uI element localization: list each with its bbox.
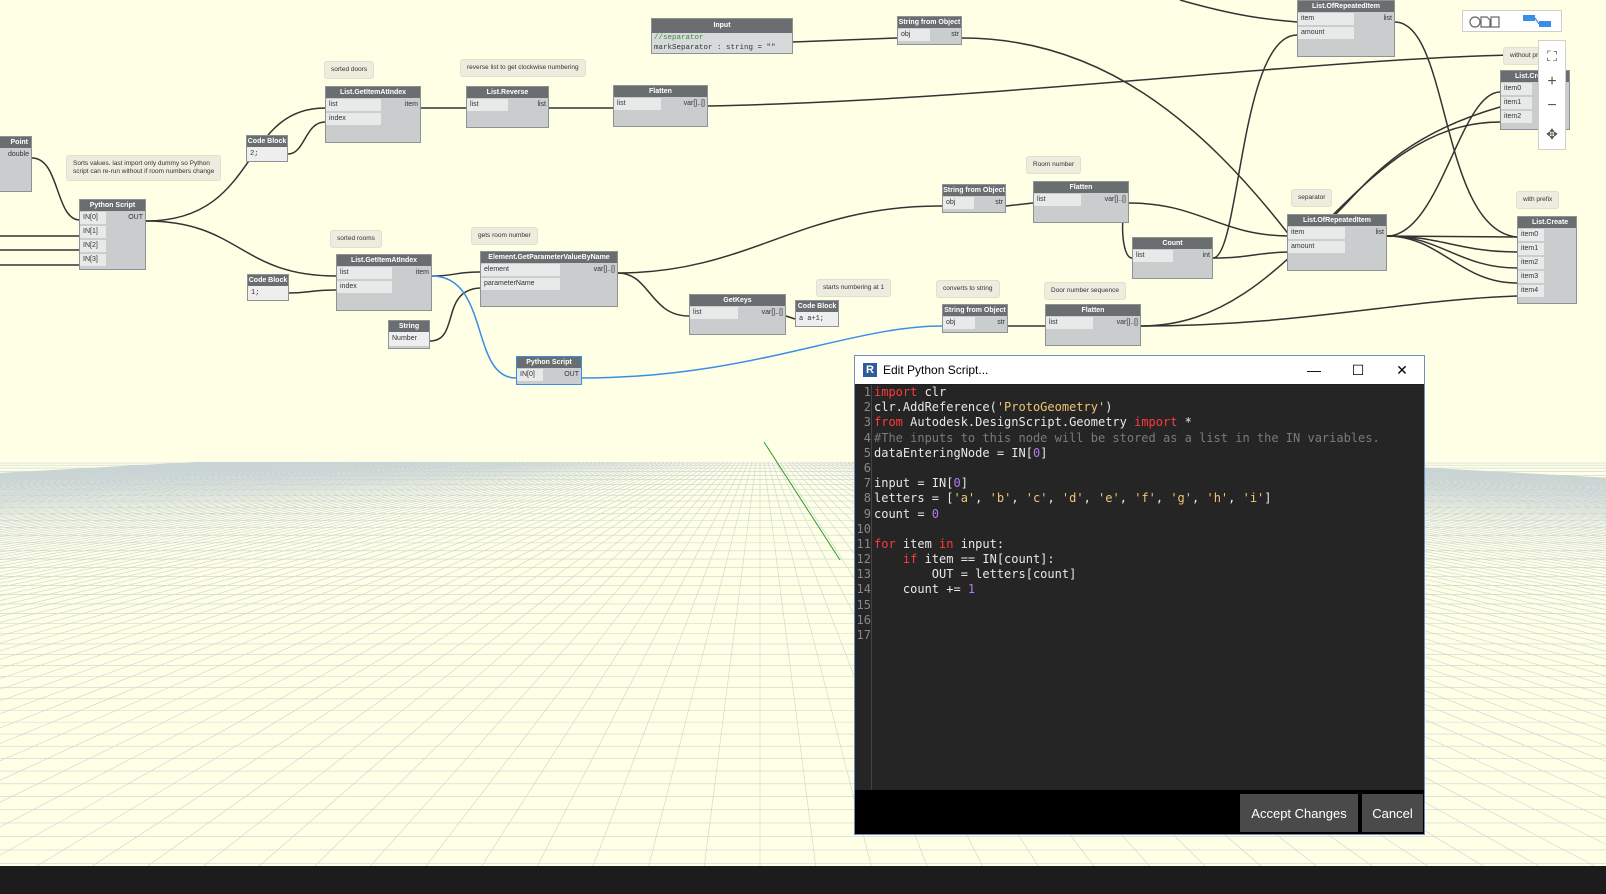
code-line[interactable]: letters = ['a', 'b', 'c', 'd', 'e', 'f',… <box>874 491 1272 506</box>
node-code-block-1[interactable]: Code Block 1; <box>247 274 289 301</box>
line-number: 16 <box>856 612 871 627</box>
geometry-view-icon[interactable] <box>1469 16 1500 28</box>
note-door-number-sequence: Door number sequence <box>1045 283 1125 299</box>
cancel-button[interactable]: Cancel <box>1362 794 1423 832</box>
code-line[interactable]: from Autodesk.DesignScript.Geometry impo… <box>874 415 1192 430</box>
node-input-separator[interactable]: Input //separator markSeparator : string… <box>651 18 793 54</box>
note-room-number: Room number <box>1027 157 1081 173</box>
code-line[interactable]: import clr <box>874 385 947 399</box>
line-number: 10 <box>856 521 871 536</box>
line-number: 9 <box>863 506 871 521</box>
node-list-create-with-prefix[interactable]: List.Create item0 item1 item2 item3 item… <box>1517 216 1577 304</box>
node-python-script-main[interactable]: Python Script IN[0]OUT IN[1] IN[2] IN[3] <box>79 199 146 270</box>
code-line[interactable] <box>874 522 1424 537</box>
line-number: 6 <box>863 460 871 475</box>
note-gets-room-number: gets room number <box>472 228 537 244</box>
line-number: 12 <box>856 552 871 567</box>
note-sorts-values: Sorts values. last import only dummy so … <box>67 156 221 180</box>
line-number: 17 <box>856 628 871 642</box>
line-number: 4 <box>863 430 871 445</box>
graph-view-icon[interactable] <box>1523 15 1551 27</box>
line-number: 8 <box>863 491 871 506</box>
code-line[interactable] <box>874 598 1424 613</box>
line-number: 7 <box>863 476 871 491</box>
code-line[interactable]: count += 1 <box>874 582 976 597</box>
status-bar <box>0 866 1606 894</box>
view-mode-toggle[interactable] <box>1462 10 1562 32</box>
note-converts-to-string: converts to string <box>937 281 999 297</box>
pan-icon[interactable]: ✥ <box>1546 126 1558 142</box>
canvas-navigation-toolbar: ⛶ + − ✥ <box>1538 40 1566 150</box>
revit-app-icon: R <box>863 363 877 377</box>
code-line[interactable] <box>874 613 1424 628</box>
code-line[interactable]: #The inputs to this node will be stored … <box>874 430 1380 445</box>
minimize-icon[interactable]: — <box>1307 362 1321 378</box>
note-separator: separator <box>1292 190 1332 206</box>
node-code-block-2[interactable]: Code Block 2; <box>246 135 288 162</box>
zoom-fit-icon[interactable]: ⛶ <box>1547 48 1557 64</box>
code-line[interactable]: OUT = letters[count] <box>874 567 1077 582</box>
zoom-in-icon[interactable]: + <box>1547 73 1557 90</box>
line-number: 5 <box>863 445 871 460</box>
code-line[interactable]: input = IN[0] <box>874 476 968 491</box>
note-sorted-doors: sorted doors <box>325 62 374 78</box>
line-number: 14 <box>856 582 871 597</box>
note-with-prefix: with prefix <box>1517 192 1559 208</box>
line-number: 3 <box>863 415 871 430</box>
code-line[interactable] <box>874 461 1424 476</box>
zoom-out-icon[interactable]: − <box>1547 97 1557 114</box>
close-icon[interactable]: ✕ <box>1396 362 1408 378</box>
node-string[interactable]: String Number <box>388 320 430 349</box>
line-number: 13 <box>856 567 871 582</box>
line-number: 11 <box>856 536 871 551</box>
node-python-script-selected[interactable]: Python Script IN[0]OUT <box>516 356 582 385</box>
node-point[interactable]: Point double <box>0 136 32 192</box>
note-reverse-list: reverse list to get clockwise numbering <box>461 60 585 76</box>
note-without-prefix: without pr <box>1504 48 1545 64</box>
code-line[interactable]: count = 0 <box>874 506 940 521</box>
line-number: 2 <box>863 400 871 415</box>
code-line[interactable] <box>874 628 1424 643</box>
line-number: 1 <box>863 385 871 399</box>
note-sorted-rooms: sorted rooms <box>331 231 381 247</box>
code-line[interactable]: dataEnteringNode = IN[0] <box>874 445 1048 460</box>
code-line[interactable]: if item == IN[count]: <box>902 552 1055 567</box>
window-titlebar[interactable]: R Edit Python Script... — ☐ ✕ <box>855 356 1424 384</box>
note-starts-numbering: starts numbering at 1 <box>817 280 891 296</box>
accept-changes-button[interactable]: Accept Changes <box>1240 794 1358 832</box>
code-line[interactable]: clr.AddReference('ProtoGeometry') <box>874 400 1113 415</box>
window-title: Edit Python Script... <box>883 363 989 377</box>
code-line[interactable]: for item in input: <box>874 536 1005 551</box>
maximize-icon[interactable]: ☐ <box>1351 362 1365 378</box>
editor-footer: Accept Changes Cancel <box>855 790 1424 834</box>
line-number: 15 <box>856 597 871 612</box>
